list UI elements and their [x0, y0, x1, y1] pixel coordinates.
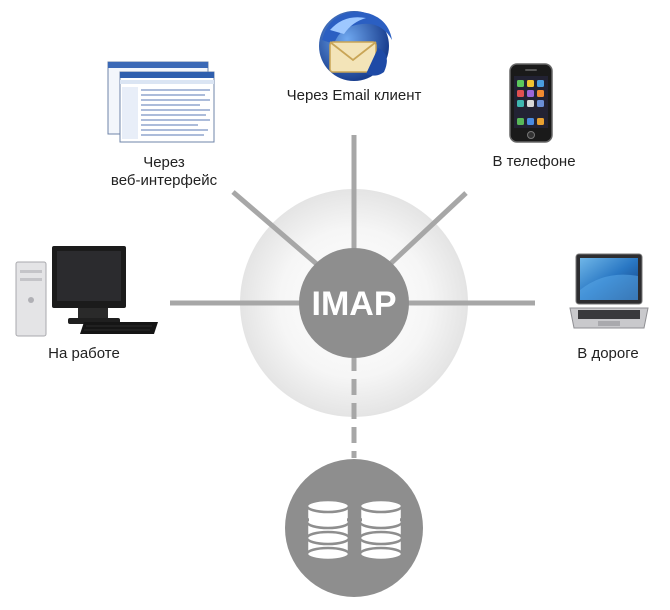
connector-web — [231, 190, 321, 268]
webmail-window-icon — [107, 61, 215, 143]
label-web-line1: Через — [143, 154, 185, 171]
storage-node — [285, 459, 423, 597]
label-web-line2: веб-интерфейс — [110, 172, 218, 189]
label-travel: В дороге — [577, 345, 639, 362]
connector-phone — [386, 191, 468, 268]
imap-hub — [299, 248, 409, 358]
label-work: На работе — [48, 345, 120, 362]
database-icon — [305, 498, 351, 562]
database-icon — [358, 498, 404, 562]
laptop-icon — [569, 253, 649, 329]
smartphone-icon — [509, 63, 553, 143]
label-phone: В телефоне — [492, 153, 576, 170]
thunderbird-bird-envelope-icon — [319, 11, 392, 81]
hub-label: IMAP — [311, 285, 397, 323]
desktop-computer-icon — [15, 246, 158, 337]
label-email-client: Через Email клиент — [286, 87, 422, 104]
connector-lines — [170, 135, 535, 458]
